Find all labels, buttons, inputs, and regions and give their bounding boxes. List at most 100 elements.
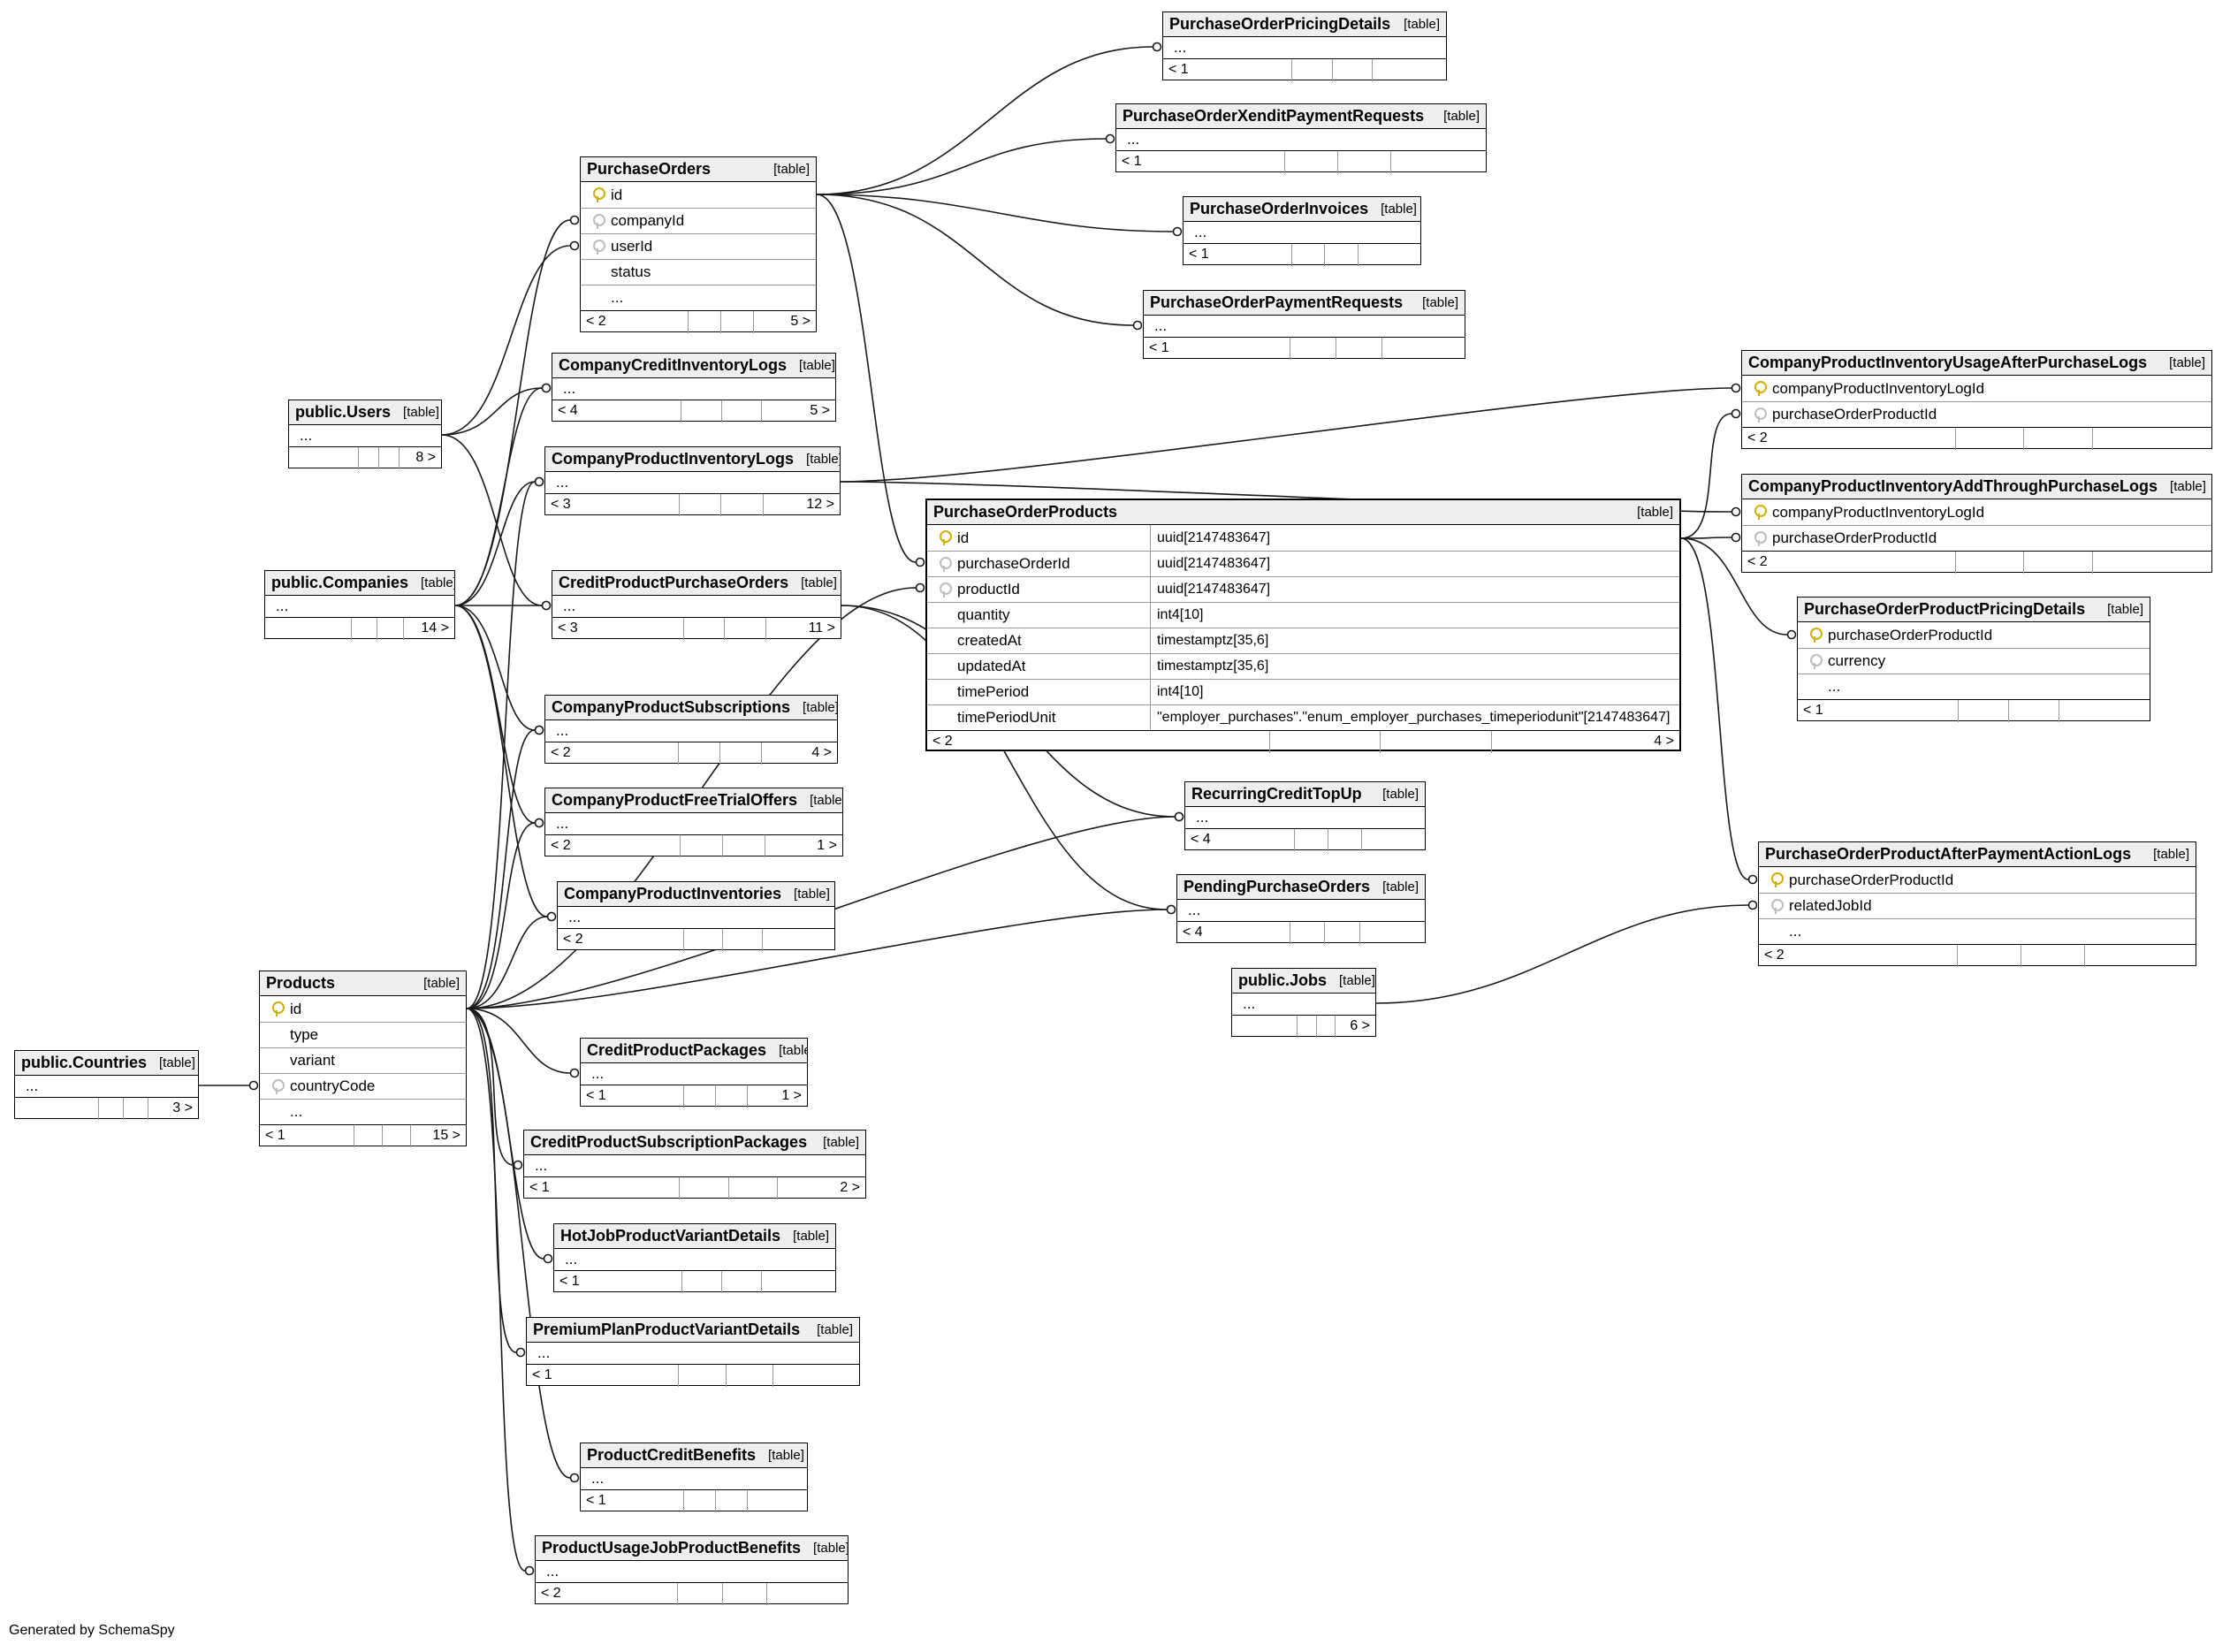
table-name: CompanyProductSubscriptions <box>552 698 791 716</box>
table-companyproductinventoryaddthroughpurchaselogs[interactable]: CompanyProductInventoryAddThroughPurchas… <box>1741 474 2212 574</box>
table-header[interactable]: public.Jobs[table] <box>1232 969 1375 993</box>
foreign-key-icon <box>1754 530 1767 546</box>
table-header[interactable]: PurchaseOrderProducts[table] <box>927 500 1679 525</box>
table-header[interactable]: CreditProductPackages[table] <box>581 1039 807 1063</box>
table-header[interactable]: PurchaseOrderXenditPaymentRequests[table… <box>1116 104 1486 129</box>
connector-circle <box>541 383 552 393</box>
table-companyproductinventories[interactable]: CompanyProductInventories[table]...< 2 <box>557 881 835 951</box>
footer-cell <box>1293 829 1328 851</box>
footer-cell <box>677 1583 721 1605</box>
table-header[interactable]: CompanyCreditInventoryLogs[table] <box>552 354 835 378</box>
table-name: RecurringCreditTopUp <box>1191 785 1362 803</box>
table-header[interactable]: CompanyProductSubscriptions[table] <box>545 696 837 720</box>
table-header[interactable]: ProductUsageJobProductBenefits[table] <box>536 1536 848 1561</box>
foreign-key-icon <box>939 582 952 598</box>
table-purchaseorderpricingdetails[interactable]: PurchaseOrderPricingDetails[table]...< 1 <box>1162 11 1447 81</box>
footer-cell <box>2007 700 2059 722</box>
table-header[interactable]: PurchaseOrderPaymentRequests[table] <box>1144 291 1465 316</box>
connector-circle <box>1731 408 1741 419</box>
table-purchaseorderpaymentrequests[interactable]: PurchaseOrderPaymentRequests[table]...< … <box>1143 290 1465 360</box>
footer-cell <box>1955 428 2023 450</box>
footer-child-count <box>761 1271 835 1293</box>
table-header[interactable]: CompanyProductInventoryAddThroughPurchas… <box>1742 475 2211 499</box>
table-header[interactable]: ProductCreditBenefits[table] <box>581 1443 807 1468</box>
table-footer: 8 > <box>289 446 441 469</box>
table-premiumplanproductvariantdetails[interactable]: PremiumPlanProductVariantDetails[table].… <box>526 1317 860 1387</box>
table-header[interactable]: PurchaseOrders[table] <box>581 157 816 182</box>
table-header[interactable]: PurchaseOrderPricingDetails[table] <box>1163 12 1446 37</box>
table-recurringcredittopup[interactable]: RecurringCreditTopUp[table]...< 4 <box>1184 781 1426 851</box>
table-hotjobproductvariantdetails[interactable]: HotJobProductVariantDetails[table]...< 1 <box>553 1223 836 1293</box>
table-type-tag: [table] <box>1381 202 1417 217</box>
footer-child-count <box>1371 59 1446 81</box>
table-name: CreditProductSubscriptionPackages <box>530 1133 808 1151</box>
table-type-tag: [table] <box>2107 602 2143 617</box>
column-name: ... <box>1828 678 1841 695</box>
table-header[interactable]: public.Companies[table] <box>265 571 454 596</box>
table-header[interactable]: PurchaseOrderInvoices[table] <box>1183 197 1420 222</box>
table-purchaseorderinvoices[interactable]: PurchaseOrderInvoices[table]...< 1 <box>1183 196 1421 266</box>
table-header[interactable]: PurchaseOrderProductPricingDetails[table… <box>1798 598 2150 622</box>
table-companyproductinventorylogs[interactable]: CompanyProductInventoryLogs[table]...< 3… <box>544 446 841 516</box>
column-row: companyProductInventoryLogId <box>1742 376 2211 401</box>
table-pendingpurchaseorders[interactable]: PendingPurchaseOrders[table]...< 4 <box>1176 874 1426 944</box>
connector-circle <box>541 383 552 393</box>
table-creditproductpackages[interactable]: CreditProductPackages[table]...< 11 > <box>580 1038 808 1108</box>
table-header[interactable]: CompanyProductFreeTrialOffers[table] <box>545 788 842 813</box>
column-type: "employer_purchases"."enum_employer_purc… <box>1150 705 1676 730</box>
table-productusagejobproductbenefits[interactable]: ProductUsageJobProductBenefits[table]...… <box>535 1535 849 1605</box>
table-purchaseorderxenditpaymentrequests[interactable]: PurchaseOrderXenditPaymentRequests[table… <box>1115 103 1487 173</box>
table-type-tag: [table] <box>806 452 840 467</box>
table-companyproductinventoryusageafterpurchaselogs[interactable]: CompanyProductInventoryUsageAfterPurchas… <box>1741 350 2212 450</box>
table-public-users[interactable]: public.Users[table]...8 > <box>288 400 442 469</box>
column-name: purchaseOrderProductId <box>1828 626 1993 643</box>
connector-circle <box>513 1160 523 1170</box>
table-header[interactable]: public.Users[table] <box>289 400 441 425</box>
table-purchaseorderproductafterpaymentactionlogs[interactable]: PurchaseOrderProductAfterPaymentActionLo… <box>1758 841 2196 967</box>
connector-circle <box>534 476 544 487</box>
table-header[interactable]: PremiumPlanProductVariantDetails[table] <box>527 1318 859 1343</box>
table-creditproductpurchaseorders[interactable]: CreditProductPurchaseOrders[table]...< 3… <box>552 570 841 640</box>
table-companyproductfreetrialoffers[interactable]: CompanyProductFreeTrialOffers[table]...<… <box>544 788 843 857</box>
relationship-edge-products-to-productusagejobproductbenefits <box>466 1008 526 1572</box>
column-name: purchaseOrderProductId <box>1789 871 1954 888</box>
footer-parent-count: < 2 <box>932 734 953 749</box>
table-productcreditbenefits[interactable]: ProductCreditBenefits[table]...< 1 <box>580 1443 808 1512</box>
table-public-jobs[interactable]: public.Jobs[table]...6 > <box>1231 968 1376 1038</box>
footer-cell <box>1315 1016 1335 1038</box>
table-header[interactable]: PurchaseOrderProductAfterPaymentActionLo… <box>1759 842 2196 867</box>
table-public-countries[interactable]: public.Countries[table]...3 > <box>14 1050 199 1120</box>
table-public-companies[interactable]: public.Companies[table]...14 > <box>264 570 455 640</box>
table-header[interactable]: CreditProductPurchaseOrders[table] <box>552 571 841 596</box>
footer-cell <box>721 1583 766 1605</box>
footer-parent-count <box>15 1098 98 1120</box>
column-row: variant <box>260 1047 466 1073</box>
primary-key-icon <box>1809 628 1823 643</box>
table-header[interactable]: CompanyProductInventoryLogs[table] <box>545 447 840 472</box>
table-header[interactable]: CompanyProductInventoryUsageAfterPurchas… <box>1742 351 2211 376</box>
table-header[interactable]: Products[table] <box>260 971 466 996</box>
relationship-edge-public-companies-to-companyproductinventories <box>454 605 548 917</box>
table-header[interactable]: CreditProductSubscriptionPackages[table] <box>524 1131 865 1155</box>
footer-cell <box>679 1177 727 1199</box>
column-name: ... <box>1194 224 1207 240</box>
table-companyproductsubscriptions[interactable]: CompanyProductSubscriptions[table]...< 2… <box>544 695 838 765</box>
connector-circle <box>1174 811 1184 822</box>
table-header[interactable]: HotJobProductVariantDetails[table] <box>554 1224 835 1249</box>
table-creditproductsubscriptionpackages[interactable]: CreditProductSubscriptionPackages[table]… <box>523 1130 866 1199</box>
footer-child-count: 15 > <box>410 1125 466 1147</box>
table-header[interactable]: public.Countries[table] <box>15 1051 198 1076</box>
table-purchaseorderproductpricingdetails[interactable]: PurchaseOrderProductPricingDetails[table… <box>1797 597 2150 722</box>
table-header[interactable]: PendingPurchaseOrders[table] <box>1177 875 1425 900</box>
footer-parent-count: < 1 <box>532 1367 552 1382</box>
table-header[interactable]: RecurringCreditTopUp[table] <box>1185 782 1425 807</box>
table-header[interactable]: CompanyProductInventories[table] <box>558 882 834 907</box>
footer-child-count: 2 > <box>776 1177 865 1199</box>
